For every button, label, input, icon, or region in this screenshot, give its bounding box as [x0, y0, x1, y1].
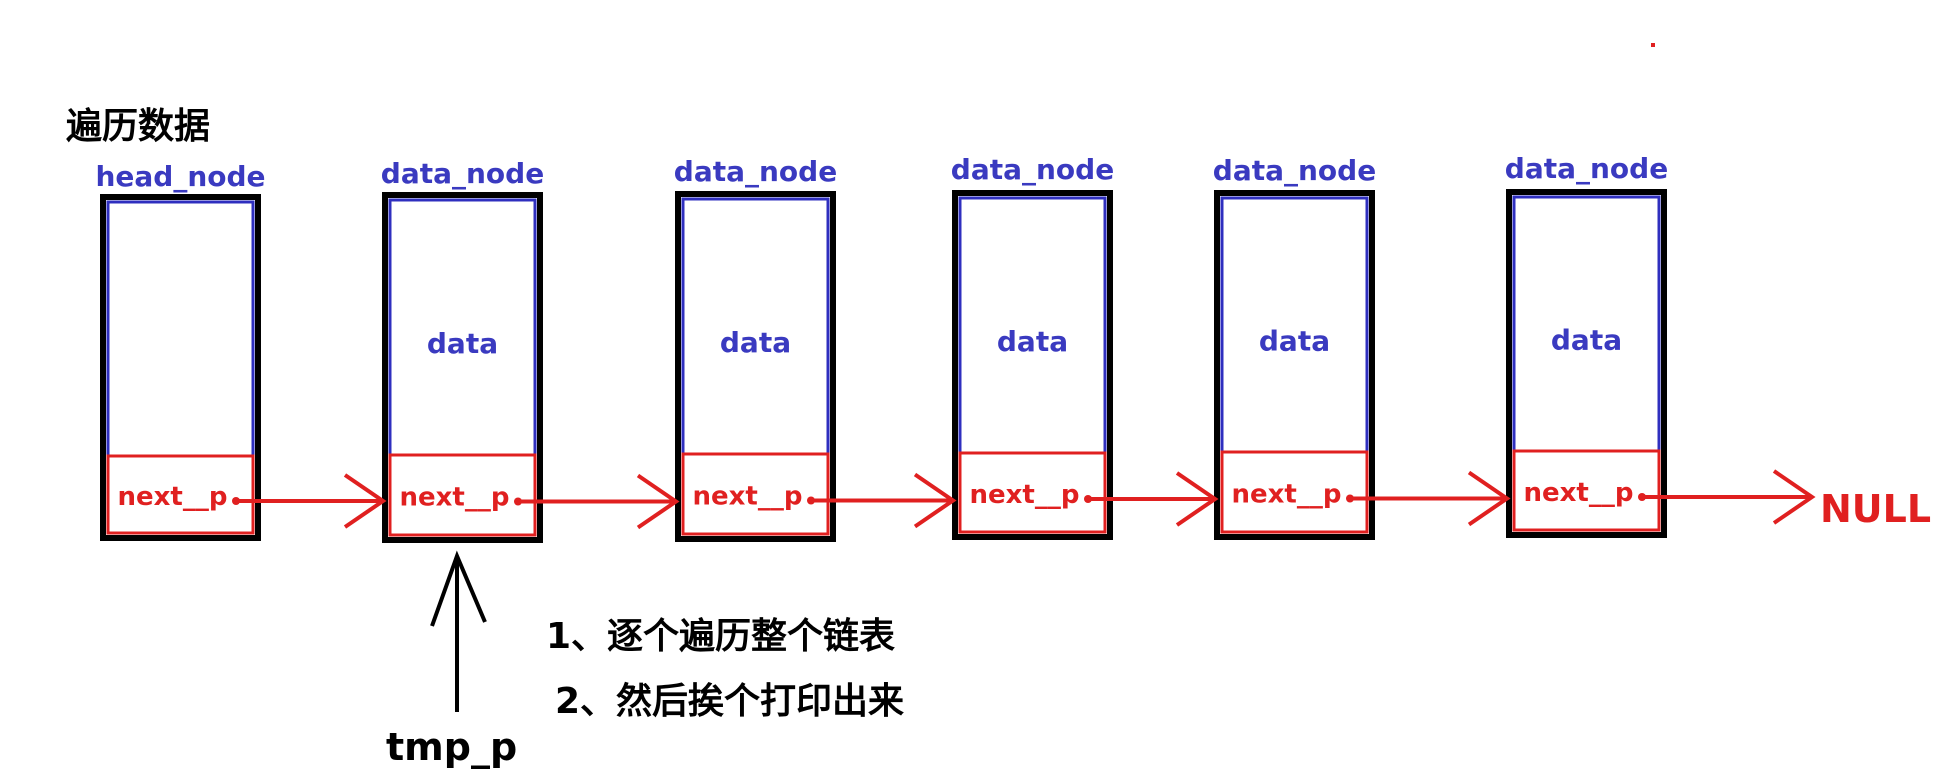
node-pointer-label: next__p	[970, 480, 1080, 510]
node-pointer-label: next__p	[400, 483, 510, 513]
node-label: data_node	[674, 155, 837, 188]
diagram-title: 遍历数据	[66, 106, 210, 147]
node-pointer-box	[958, 451, 1107, 534]
stray-dot	[1651, 43, 1655, 47]
node-pointer-box	[681, 452, 830, 536]
pointer-variable-label: tmp_p	[386, 725, 517, 769]
node-label: data_node	[381, 157, 544, 190]
node-pointer-box	[106, 454, 255, 535]
node-pointer-box	[388, 453, 537, 537]
node-pointer-label: next__p	[118, 482, 228, 512]
arrows-layer	[232, 469, 1816, 530]
node-outline	[1214, 190, 1375, 540]
node-outline	[675, 191, 836, 542]
nodes-layer: head_nodenext__pdata_nodedatanext__pdata…	[95, 152, 1668, 543]
node-outline	[1506, 189, 1667, 538]
tmp-pointer-arrow	[430, 550, 487, 712]
next-pointer-arrow	[514, 473, 680, 530]
step-1: 1、逐个遍历整个链表	[546, 616, 895, 657]
next-pointer-arrow	[1638, 469, 1816, 525]
node-label: data_node	[1505, 152, 1668, 185]
next-pointer-arrow	[1346, 470, 1511, 527]
node-data-label: data	[997, 325, 1068, 358]
node-data-label: data	[1259, 325, 1330, 358]
step-2: 2、然后挨个打印出来	[555, 680, 904, 722]
node-data-label: data	[720, 326, 791, 359]
node-outline	[952, 190, 1113, 540]
next-pointer-arrow	[807, 472, 957, 529]
next-pointer-arrow	[232, 473, 387, 529]
node-pointer-label: next__p	[1524, 478, 1634, 508]
node-pointer-box	[1512, 449, 1661, 532]
node-pointer-label: next__p	[693, 482, 803, 512]
node-data-label: data	[1551, 324, 1622, 357]
node-label: head_node	[95, 160, 265, 193]
node-pointer-box	[1220, 450, 1369, 534]
node-pointer-label: next__p	[1232, 480, 1342, 510]
null-label: NULL	[1820, 487, 1931, 531]
node-data-label: data	[427, 327, 498, 360]
list-node: head_node next__p	[95, 160, 266, 541]
node-outline	[100, 194, 261, 541]
next-pointer-arrow	[1084, 471, 1219, 527]
node-label: data_node	[1213, 154, 1376, 187]
node-label: data_node	[951, 153, 1114, 186]
node-data-box	[106, 200, 255, 458]
node-outline	[382, 192, 543, 543]
